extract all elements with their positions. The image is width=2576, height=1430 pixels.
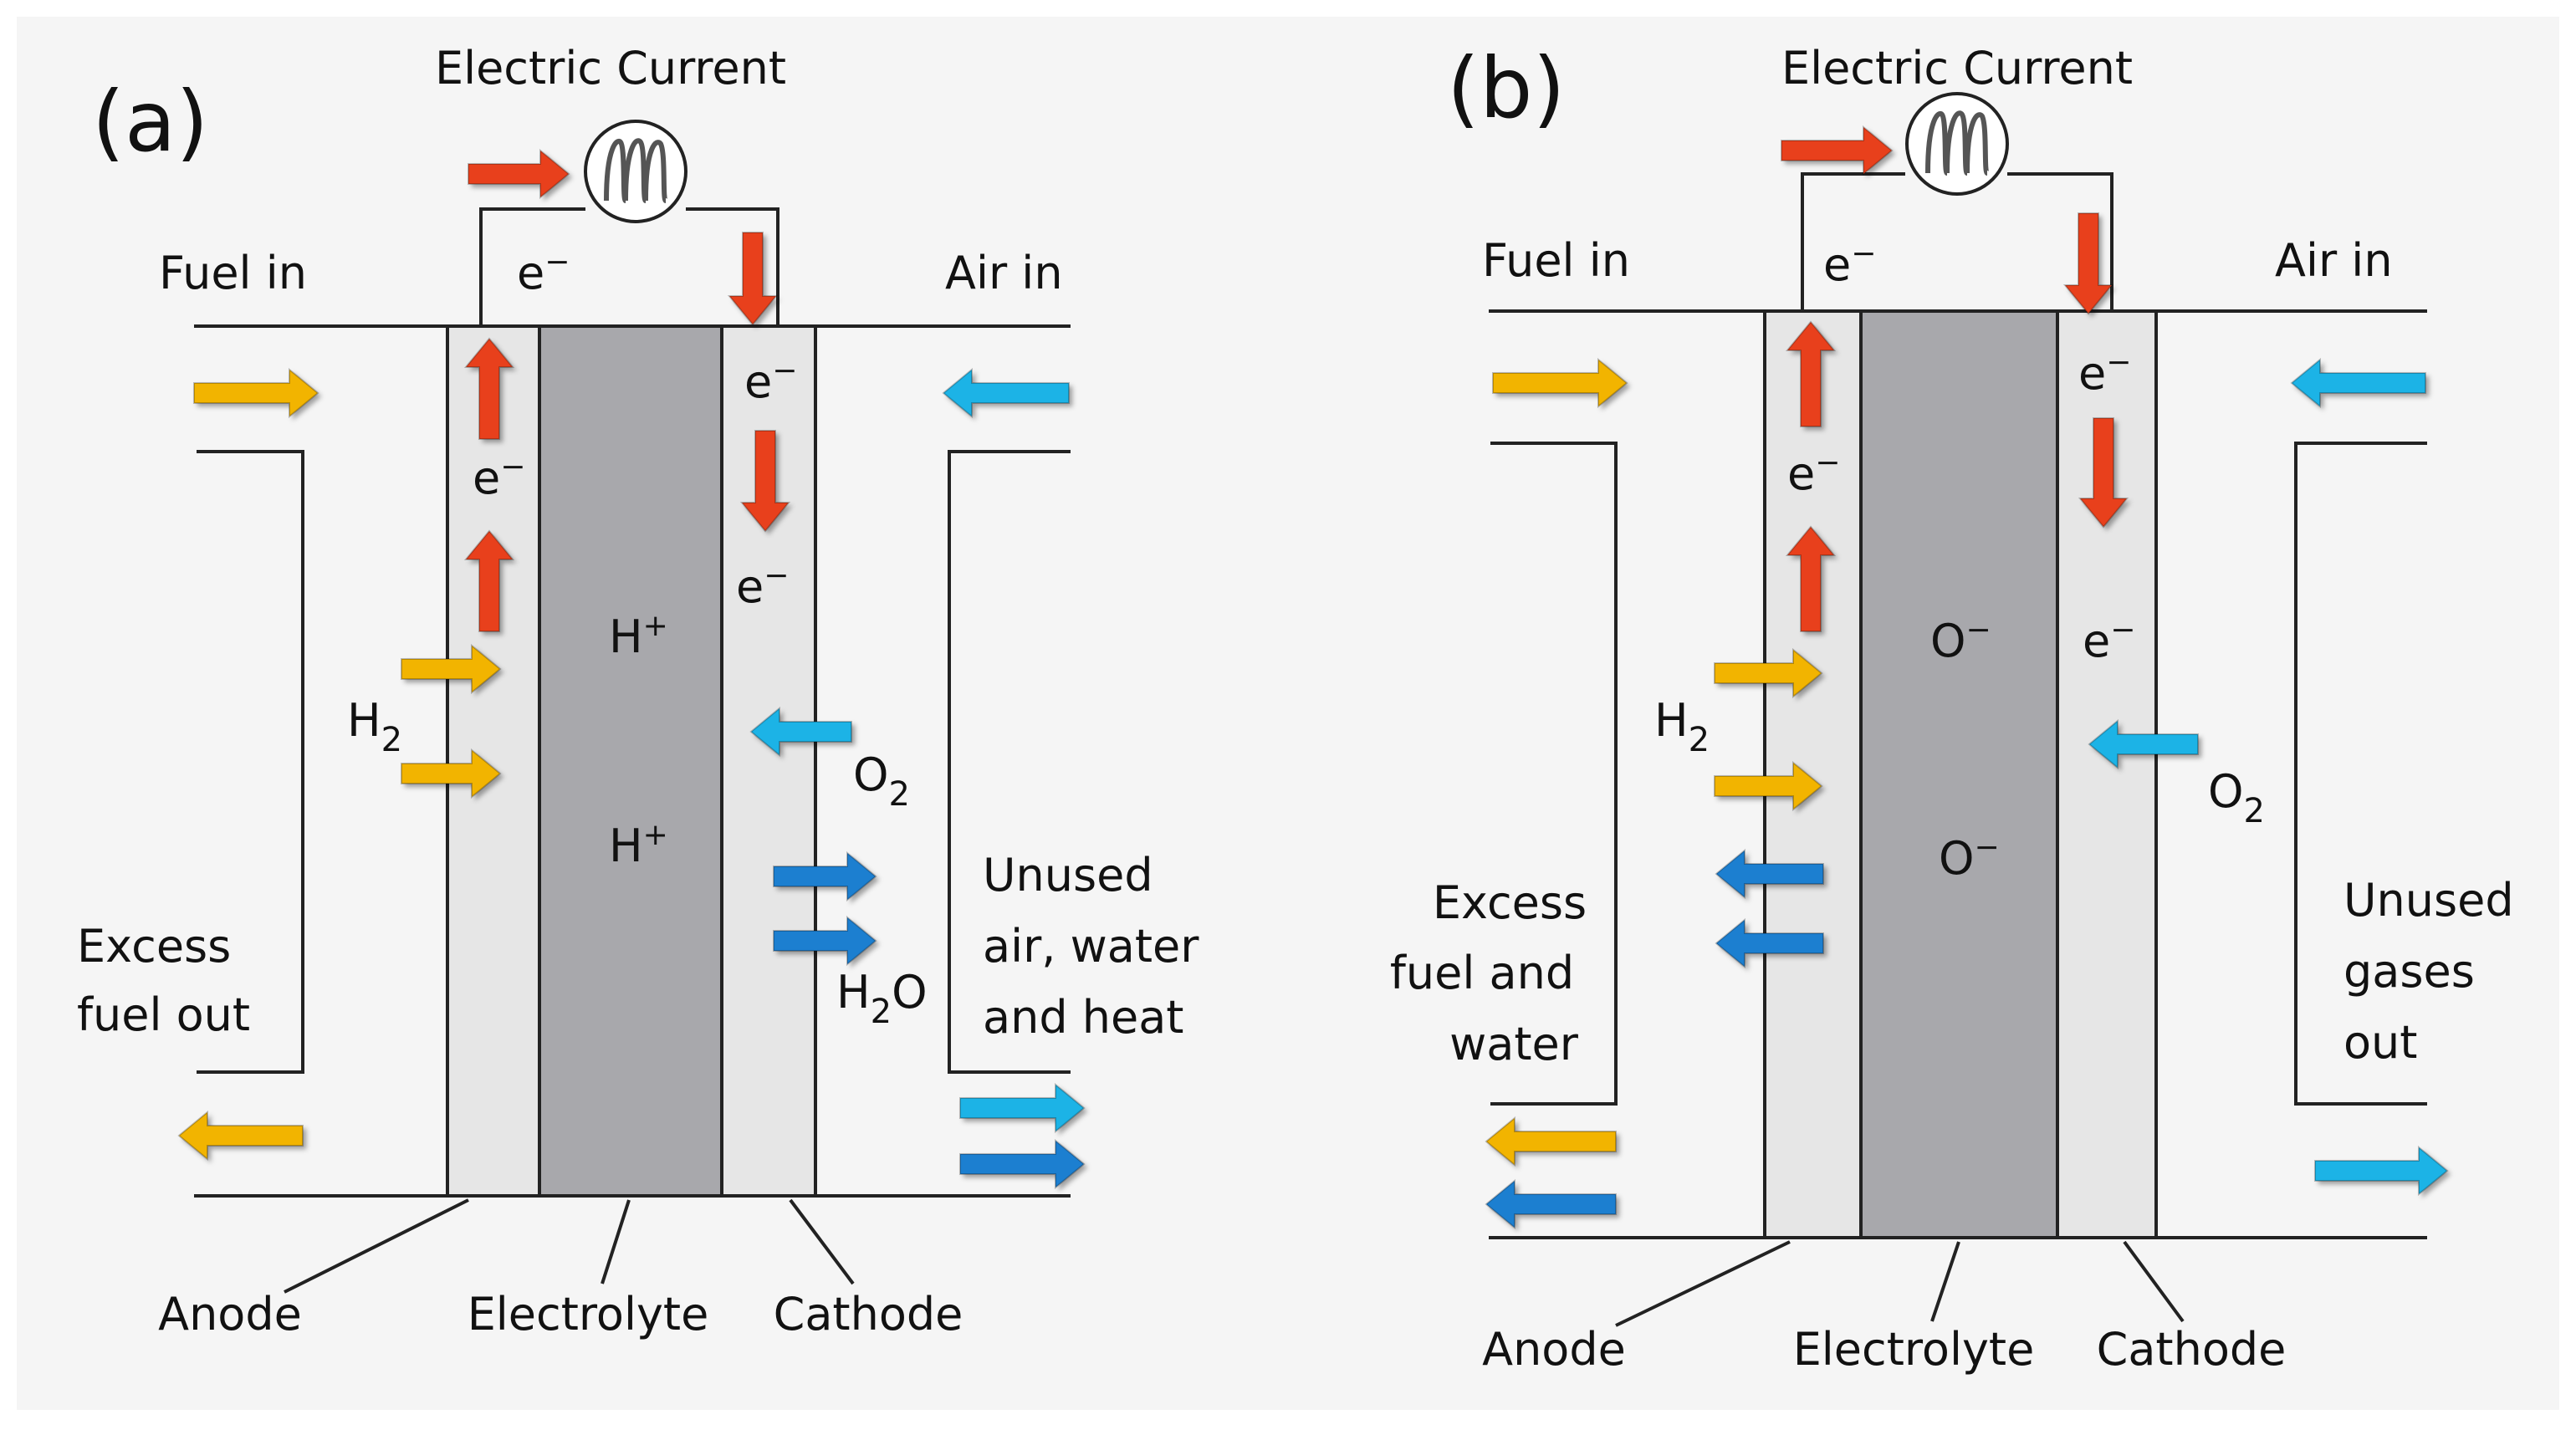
panel-b-excess-line-3: water [1449,1018,1579,1070]
panel-b-excess-water-arrow-icon [1485,1178,1617,1230]
panel-b-h2-arrow-1-icon [1714,647,1823,699]
panel-a-h2o-arrow-1-icon [773,850,877,902]
panel-b-electron-arrow-meter-icon [1781,125,1894,176]
panel-a-h2o-arrow-2-icon [773,915,877,967]
panel-b-arrows [1485,125,2449,1230]
panel-b-unused-line-1: Unused [2343,874,2514,927]
background [17,17,2559,1410]
panel-b-water-arrow-1-icon [1715,848,1824,900]
panel-a-air-in-arrow-icon [942,367,1070,419]
panel-a-excess-line-2: fuel out [77,988,250,1041]
panel-b-housing [1489,172,2427,1239]
panel-b-unused-line-2: gases [2343,945,2475,998]
panel-b-current-meter-icon [1905,92,2009,196]
panel-a-unused-line-2: air, water [983,920,1199,973]
panel-b-electric-current-label: Electric Current [1781,42,2133,94]
panel-b-air-in-arrow-icon [2290,357,2426,409]
panel-b-o2-label: O2 [2208,765,2265,830]
panel-b-water-arrow-2-icon [1715,917,1824,969]
panel-a-ion-label-2: H+ [609,818,668,872]
panel-a-electron-arrow-cathode-down-icon [739,430,791,533]
panel-b-leader-lines [1615,1240,2185,1327]
panel-b-electrolyte-layer [1859,309,2059,1239]
panel-a-electric-current-label: Electric Current [435,42,786,94]
panel-a-electron-label-top: e− [517,245,570,299]
panel-a-electron-label-cathode-2: e− [736,559,789,613]
panel-a-h2o-label: H2O [836,966,928,1031]
panel-b-excess-line-2: fuel and [1390,947,1574,999]
panel-a-anode-layer [446,324,541,1198]
panel-a-unused-line-1: Unused [983,849,1153,901]
panel-a-electron-arrow-top-down-icon [727,232,779,326]
panel-a-electron-arrow-meter-icon [468,148,570,200]
panel-b-cathode-label: Cathode [2097,1323,2287,1376]
panel-b-electrolyte-label: Electrolyte [1793,1323,2035,1376]
panel-a-h2-label: H2 [347,694,402,759]
panel-b-ion-label-2: O− [1939,830,2000,885]
panel-b-fuel-in-label: Fuel in [1482,234,1630,287]
panel-b-ion-label-1: O− [1930,613,1991,667]
panel-a-o2-label: O2 [853,748,910,814]
panel-b-electron-label-cathode-2: e− [2083,613,2135,667]
panel-a-leader-lines [284,1198,855,1294]
panel-b-fuel-in-arrow-icon [1492,357,1628,409]
panel-a-unused-out-arrow-1-icon [959,1082,1086,1134]
panel-b-air-in-label: Air in [2275,234,2393,287]
panel-b-electron-arrow-anode-up-1-icon [1785,320,1837,427]
panel-b-o2-arrow-icon [2088,718,2199,770]
panel-b-unused-gases-out-arrow-icon [2314,1145,2449,1197]
panel-b-electron-arrow-top-down-icon [2062,212,2114,315]
panel-b-electron-label-cathode-1: e− [2078,345,2131,400]
panel-a-h2-arrow-1-icon [401,643,502,695]
panel-b-tag: (b) [1447,39,1566,137]
panel-b-anode-label: Anode [1482,1323,1626,1376]
panel-b-h2-arrow-2-icon [1714,760,1823,812]
panel-a-current-meter-icon [584,120,687,223]
panel-a-fuel-in-label: Fuel in [159,247,307,299]
panel-a-electron-label-anode: e− [473,450,525,504]
panel-b-electron-label-anode: e− [1787,446,1840,500]
panel-b-electron-arrow-anode-up-2-icon [1785,525,1837,632]
panel-a-fuel-in-arrow-icon [193,367,319,419]
panel-a-unused-out-arrow-2-icon [959,1138,1086,1190]
panel-a-electron-label-cathode-1: e− [744,354,797,408]
panel-a-ion-label-1: H+ [609,609,668,663]
panel-a-anode-label: Anode [158,1288,302,1341]
panel-a-electrolyte-layer [538,324,723,1198]
panel-a-cathode-label: Cathode [774,1288,963,1341]
panel-a-h2-arrow-2-icon [401,748,502,799]
panel-b-unused-line-3: out [2343,1016,2417,1069]
panel-a-electron-arrow-anode-up-2-icon [463,529,515,632]
panel-a: (a) Electric Current Fuel in Air in e− e… [77,42,1199,1341]
panel-a-tag: (a) [92,73,208,171]
panel-a-electron-arrow-anode-up-1-icon [463,337,515,440]
panel-b-electron-label-top: e− [1823,237,1876,291]
panel-a-arrows [177,148,1086,1190]
panel-a-o2-arrow-icon [749,706,852,758]
panel-b-h2-label: H2 [1654,694,1710,759]
panel-a-air-in-label: Air in [945,247,1063,299]
panel-a-unused-line-3: and heat [983,991,1183,1044]
panel-b: (b) Electric Current Fuel in Air in e− e… [1390,39,2514,1376]
panel-b-excess-line-1: Excess [1433,876,1587,929]
panel-a-excess-fuel-out-arrow-icon [177,1110,304,1162]
panel-a-excess-line-1: Excess [77,920,231,973]
panel-b-electron-arrow-cathode-down-icon [2078,417,2129,529]
panel-a-housing [194,207,1071,1198]
panel-a-electrolyte-label: Electrolyte [468,1288,709,1341]
panel-b-excess-fuel-arrow-icon [1485,1116,1617,1167]
panel-b-anode-layer [1763,309,1863,1239]
